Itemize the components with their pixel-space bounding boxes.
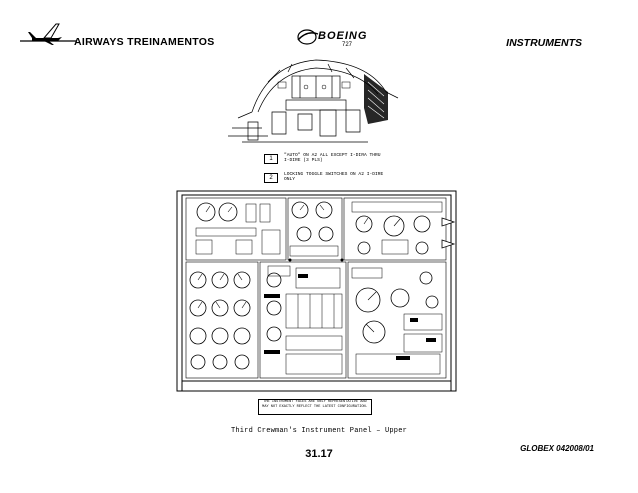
- notes: 1 "AUTO" ON A2 ALL EXCEPT I-DIRA THRU I-…: [264, 153, 384, 191]
- boeing-logo: BOEING 727: [296, 29, 376, 50]
- company-header: AIRWAYS TREINAMENTOS: [18, 20, 238, 48]
- note-1: 1 "AUTO" ON A2 ALL EXCEPT I-DIRA THRU I-…: [264, 153, 384, 167]
- aircraft-model: 727: [342, 42, 353, 48]
- section-title: INSTRUMENTS: [506, 37, 582, 49]
- note-marker: 1: [264, 154, 278, 164]
- instrument-panel-drawing: [176, 190, 457, 392]
- disclaimer-box: THE INSTRUMENT FACES ARE ONLY REPRESENTA…: [258, 399, 372, 415]
- airplane-icon: [20, 23, 76, 45]
- note-2: 2 LOCKING TOGGLE SWITCHES ON A2 I-DIRE O…: [264, 172, 384, 186]
- company-name: AIRWAYS TREINAMENTOS: [74, 36, 215, 48]
- note-text: "AUTO" ON A2 ALL EXCEPT I-DIRA THRU I-DI…: [284, 153, 381, 164]
- boeing-swoosh-icon: [297, 29, 319, 45]
- document-id: GLOBEX 042008/01: [520, 444, 594, 453]
- note-text: LOCKING TOGGLE SWITCHES ON A2 I-DIRE ONL…: [284, 172, 384, 183]
- page-number: 31.17: [305, 448, 333, 460]
- note-marker: 2: [264, 173, 278, 183]
- brand-name: BOEING: [318, 30, 368, 42]
- figure-caption: Third Crewman's Instrument Panel – Upper: [230, 427, 408, 435]
- cockpit-drawing: [228, 59, 399, 143]
- disclaimer-line-1: THE INSTRUMENT FACES ARE ONLY REPRESENTA…: [263, 400, 367, 404]
- disclaimer-line-2: MAY NOT EXACTLY REFLECT THE LATEST CONFI…: [262, 405, 368, 409]
